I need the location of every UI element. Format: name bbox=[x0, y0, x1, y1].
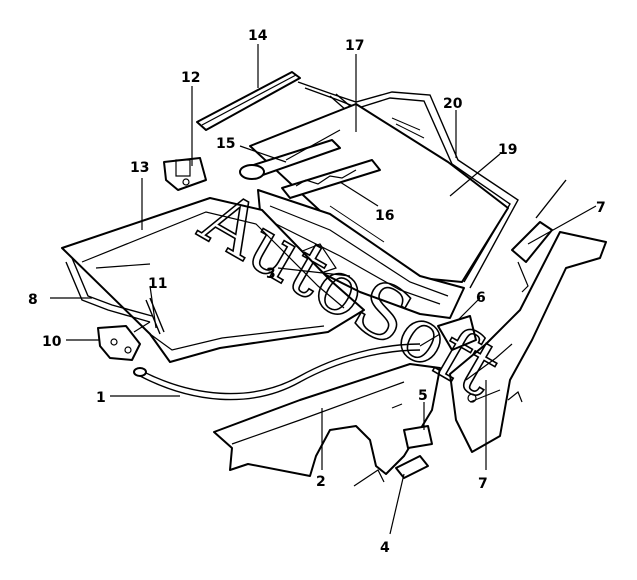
part-16-wiper-arm bbox=[239, 129, 341, 180]
callout-3: 3 bbox=[266, 266, 276, 282]
callout-4: 4 bbox=[380, 540, 390, 556]
callout-14: 13 bbox=[130, 160, 149, 176]
callout-7: 7 bbox=[478, 476, 488, 492]
part-4-repeater-lens bbox=[395, 455, 429, 479]
callout-13: 12 bbox=[181, 70, 200, 86]
callout-1: 1 bbox=[96, 390, 106, 406]
callout-2: 2 bbox=[316, 474, 326, 490]
callout-labels: 14 17 20 19 12 15 13 16 3 7 8 11 10 1 6 … bbox=[28, 28, 606, 556]
part-13-hood-latch bbox=[163, 157, 207, 191]
callout-18: 17 bbox=[345, 38, 364, 54]
leader-lines bbox=[50, 44, 597, 535]
callout-8: 7 bbox=[596, 200, 606, 216]
callout-16: 15 bbox=[216, 136, 235, 152]
callout-15: 14 bbox=[248, 28, 268, 44]
part-5-side-marker bbox=[403, 425, 433, 449]
part-10-hood-seal bbox=[65, 257, 153, 323]
callout-19: 19 bbox=[498, 142, 517, 158]
callout-6: 6 bbox=[476, 290, 486, 306]
part-15-roof-molding bbox=[196, 71, 301, 131]
part-7-inner-fender-apron bbox=[449, 231, 607, 453]
part-14-hood bbox=[61, 197, 365, 363]
callout-5: 5 bbox=[418, 388, 428, 404]
callout-20: 20 bbox=[443, 96, 463, 112]
callout-17: 16 bbox=[375, 208, 394, 224]
part-1-release-cable bbox=[133, 343, 421, 401]
part-11-hood-hinge bbox=[97, 321, 151, 361]
callout-11: 10 bbox=[42, 334, 62, 350]
callout-10: 8 bbox=[28, 292, 38, 308]
callout-12: 11 bbox=[148, 276, 167, 292]
part-17-wiper-linkage bbox=[281, 159, 381, 199]
part-2-front-fender bbox=[213, 363, 441, 487]
